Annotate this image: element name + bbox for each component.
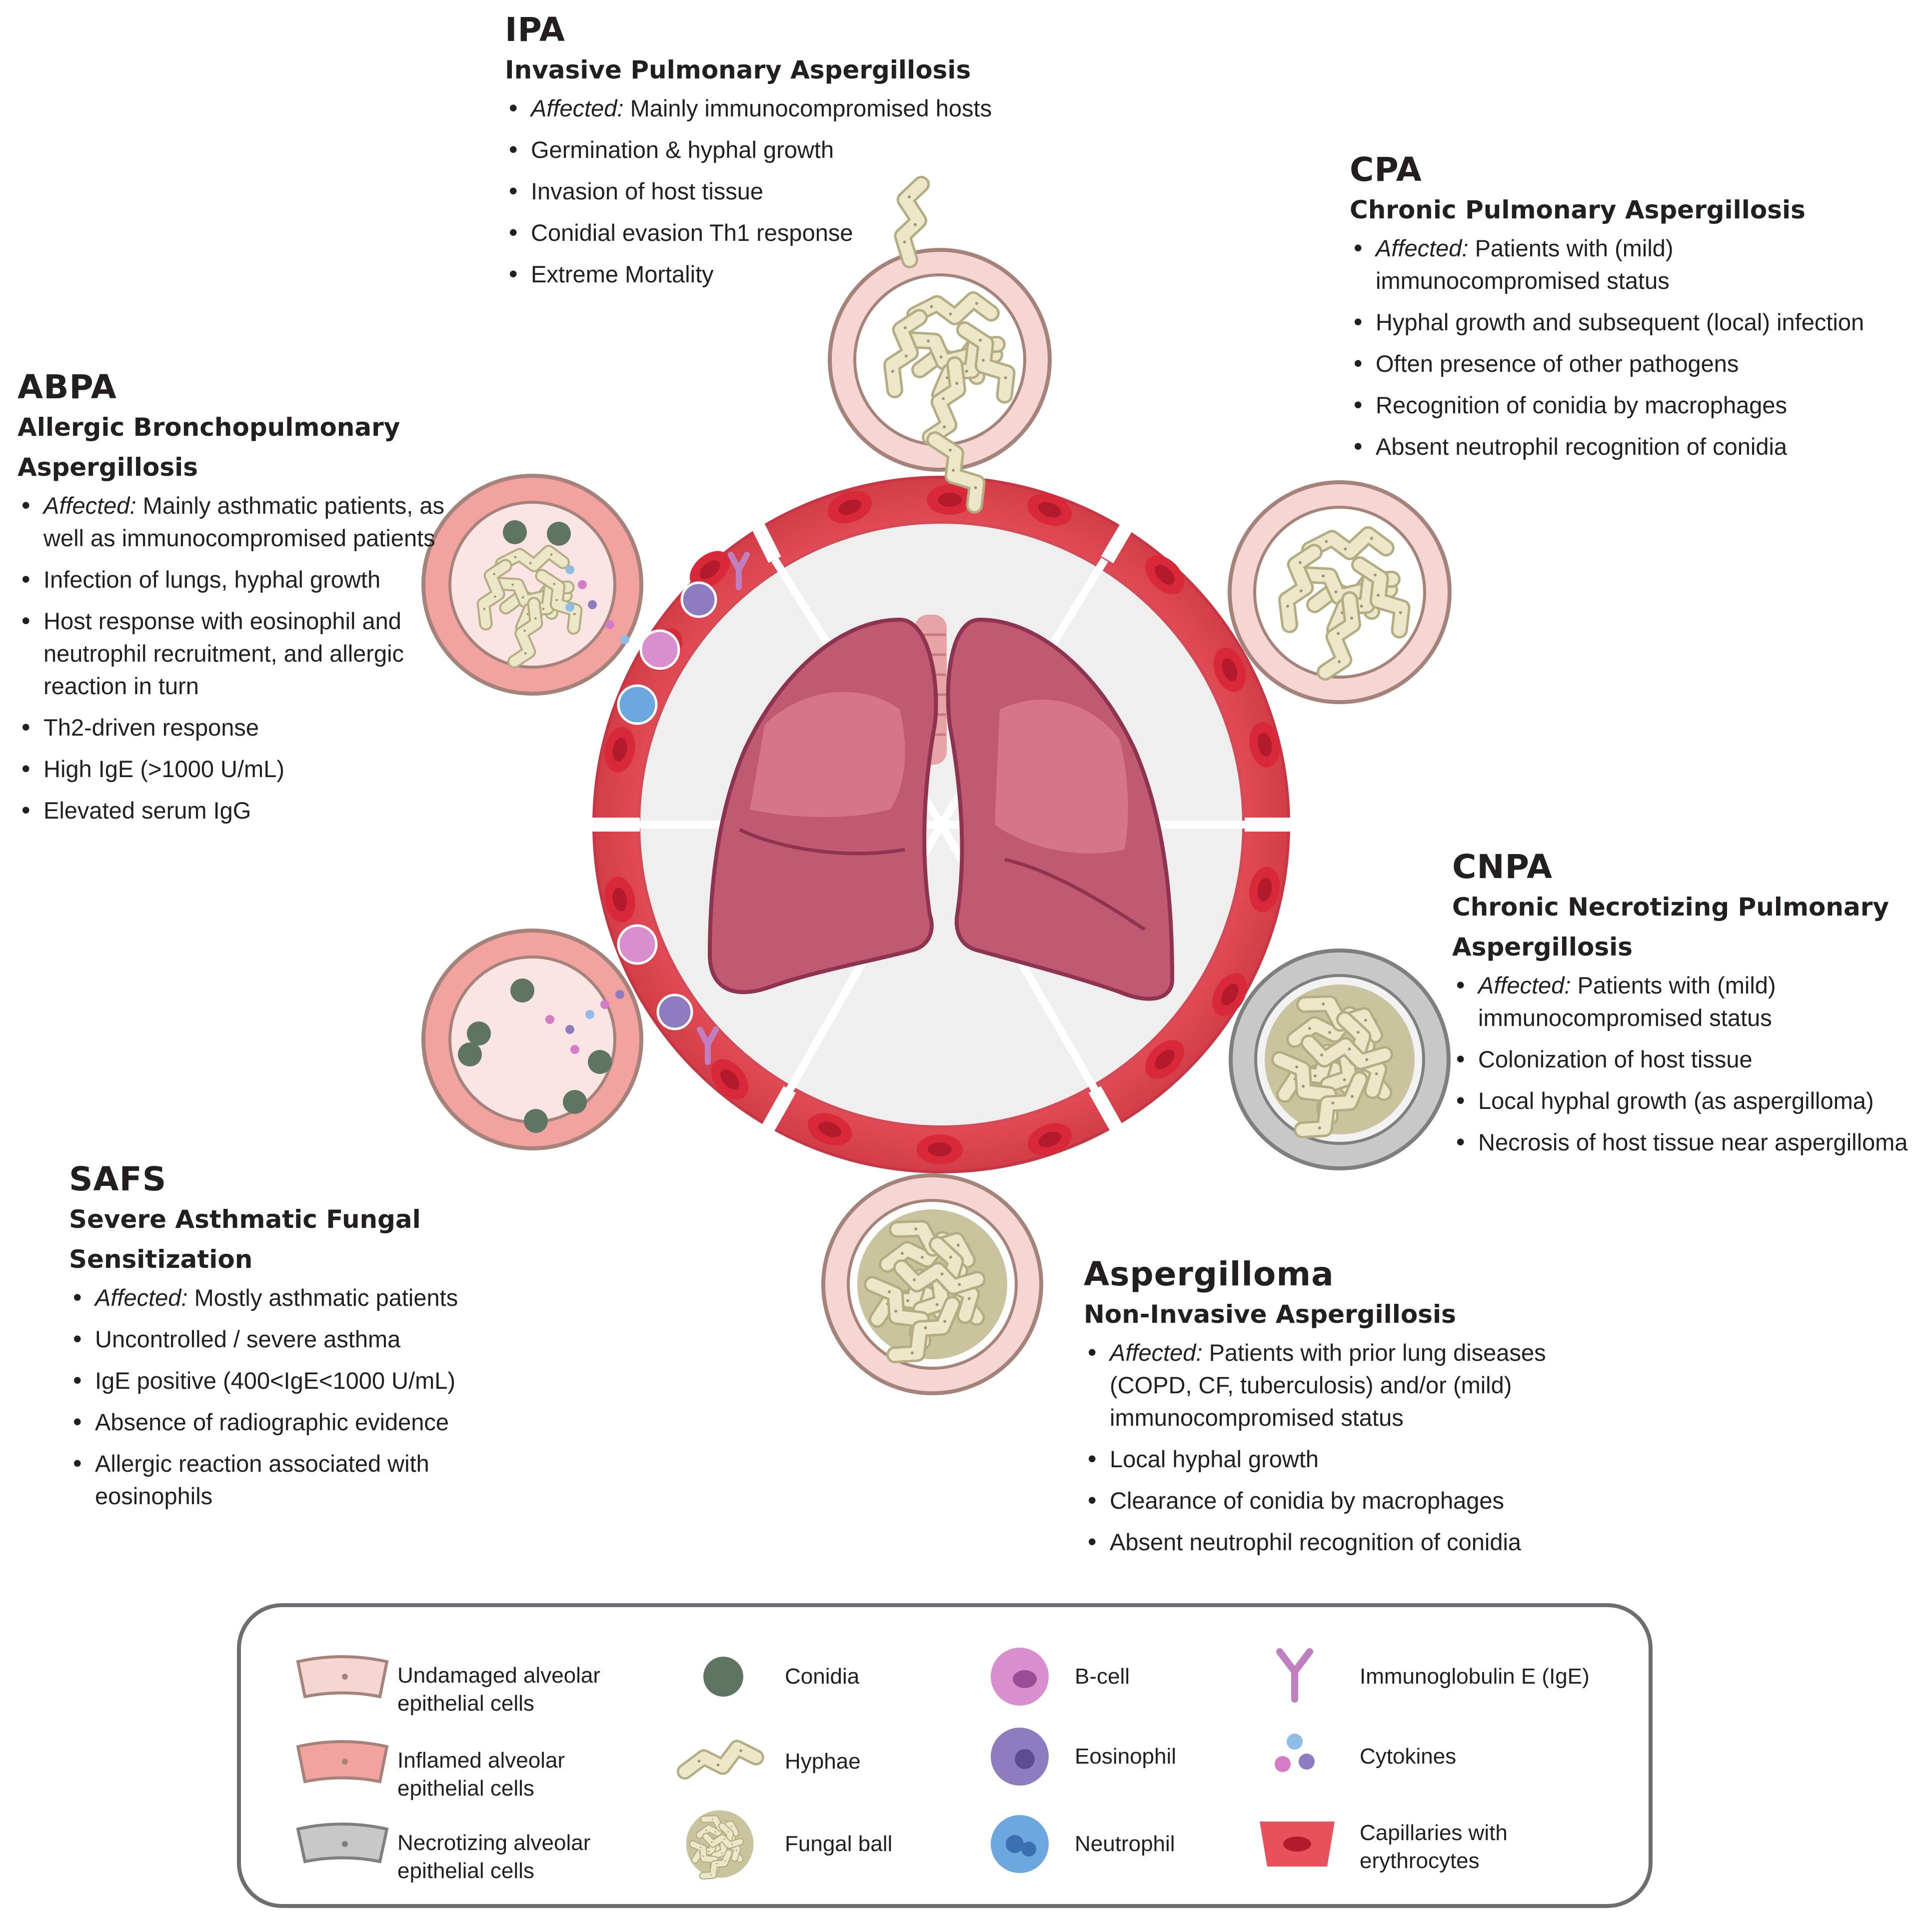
list-item: Allergic reaction associated with eosino… bbox=[69, 1447, 519, 1512]
list-item: Local hyphal growth bbox=[1084, 1443, 1584, 1475]
list-item: Uncontrolled / severe asthma bbox=[69, 1323, 519, 1355]
legend-conidia-label: Conidia bbox=[785, 1664, 860, 1689]
cnpa-abbreviation: CNPA bbox=[1452, 848, 1553, 886]
legend bbox=[237, 1603, 1653, 1908]
legend-bcell-label: B-cell bbox=[1075, 1664, 1130, 1689]
list-item: Colonization of host tissue bbox=[1452, 1043, 1912, 1075]
cnpa-alveolus bbox=[1229, 949, 1451, 1170]
legend-neutrophil-label: Neutrophil bbox=[1075, 1832, 1175, 1856]
affected-label: Affected: bbox=[1376, 235, 1469, 261]
abpa-full-name: Allergic Bronchopulmonary Aspergillosis bbox=[17, 413, 400, 482]
aspergilloma-points: Affected: Patients with prior lung disea… bbox=[1084, 1336, 1584, 1558]
list-item: Affected: Patients with (mild) immunocom… bbox=[1452, 969, 1912, 1034]
immune-cells-on-ring bbox=[617, 552, 750, 1065]
aspergilloma-full-name: Non-Invasive Aspergillosis bbox=[1084, 1300, 1456, 1329]
abpa-points: Affected: Mainly asthmatic patients, as … bbox=[17, 489, 447, 827]
list-item: Affected: Mainly asthmatic patients, as … bbox=[17, 489, 447, 554]
list-item: Local hyphal growth (as aspergilloma) bbox=[1452, 1084, 1912, 1117]
abpa-abbreviation: ABPA bbox=[17, 368, 117, 406]
list-item: Germination & hyphal growth bbox=[505, 133, 1055, 166]
affected-label: Affected: bbox=[95, 1284, 188, 1311]
aspergilloma-alveolus bbox=[821, 1173, 1043, 1395]
cnpa-points: Affected: Patients with (mild) immunocom… bbox=[1452, 969, 1912, 1158]
panel-safs: SAFS Severe Asthmatic Fungal Sensitizati… bbox=[69, 1159, 519, 1521]
list-item: Absent neutrophil recognition of conidia bbox=[1350, 430, 1900, 463]
list-item: Invasion of host tissue bbox=[505, 175, 1055, 207]
cpa-full-name: Chronic Pulmonary Aspergillosis bbox=[1350, 195, 1806, 224]
list-item: Affected: Mainly immunocompromised hosts bbox=[505, 92, 1055, 124]
list-item: Elevated serum IgG bbox=[17, 794, 447, 827]
safs-full-name: Severe Asthmatic Fungal Sensitization bbox=[69, 1205, 421, 1274]
legend-undamaged-label: Undamaged alveolar epithelial cells bbox=[397, 1663, 601, 1716]
ipa-points: Affected: Mainly immunocompromised hosts… bbox=[505, 92, 1055, 290]
list-item: Affected: Patients with prior lung disea… bbox=[1084, 1336, 1584, 1434]
ipa-abbreviation: IPA bbox=[505, 10, 565, 49]
affected-label: Affected: bbox=[43, 492, 136, 519]
legend-icons bbox=[296, 1648, 1335, 1880]
list-item: Host response with eosinophil and neutro… bbox=[17, 605, 447, 702]
lungs-illustration bbox=[707, 615, 1175, 1001]
cnpa-full-name: Chronic Necrotizing Pulmonary Aspergillo… bbox=[1452, 893, 1889, 962]
list-item: Clearance of conidia by macrophages bbox=[1084, 1484, 1584, 1517]
affected-label: Affected: bbox=[1110, 1339, 1203, 1366]
central-capillary-ring bbox=[590, 476, 1295, 1173]
aspergilloma-abbreviation: Aspergilloma bbox=[1084, 1255, 1334, 1293]
list-item: Absence of radiographic evidence bbox=[69, 1406, 519, 1438]
ipa-full-name: Invasive Pulmonary Aspergillosis bbox=[505, 55, 971, 84]
list-item: Affected: Patients with (mild) immunocom… bbox=[1350, 232, 1900, 297]
cpa-abbreviation: CPA bbox=[1350, 150, 1422, 189]
cpa-points: Affected: Patients with (mild) immunocom… bbox=[1350, 232, 1900, 463]
cpa-alveolus bbox=[1228, 480, 1452, 704]
list-item: Th2-driven response bbox=[17, 711, 447, 744]
panel-cpa: CPA Chronic Pulmonary Aspergillosis Affe… bbox=[1350, 150, 1900, 472]
ipa-alveolus bbox=[828, 181, 1052, 510]
list-item: IgE positive (400<IgE<1000 U/mL) bbox=[69, 1364, 519, 1397]
list-item: High IgE (>1000 U/mL) bbox=[17, 753, 447, 785]
affected-label: Affected: bbox=[1478, 972, 1571, 998]
legend-cytokines-label: Cytokines bbox=[1360, 1744, 1457, 1769]
list-item: Infection of lungs, hyphal growth bbox=[17, 563, 447, 596]
legend-capillaries-label: Capillaries with erythrocytes bbox=[1360, 1821, 1508, 1873]
panel-ipa: IPA Invasive Pulmonary Aspergillosis Aff… bbox=[505, 10, 1055, 299]
legend-necrotizing-label: Necrotizing alveolar epithelial cells bbox=[397, 1831, 591, 1883]
legend-hyphae-label: Hyphae bbox=[785, 1749, 861, 1774]
panel-aspergilloma: Aspergilloma Non-Invasive Aspergillosis … bbox=[1084, 1254, 1584, 1567]
list-item: Affected: Mostly asthmatic patients bbox=[69, 1281, 519, 1314]
list-item: Recognition of conidia by macrophages bbox=[1350, 389, 1900, 421]
abpa-alveolus bbox=[421, 474, 643, 696]
panel-cnpa: CNPA Chronic Necrotizing Pulmonary Asper… bbox=[1452, 847, 1912, 1167]
legend-eosinophil-label: Eosinophil bbox=[1075, 1744, 1177, 1769]
safs-points: Affected: Mostly asthmatic patients Unco… bbox=[69, 1281, 519, 1512]
list-item: Extreme Mortality bbox=[505, 258, 1055, 290]
legend-ige-label: Immunoglobulin E (IgE) bbox=[1360, 1664, 1590, 1689]
panel-abpa: ABPA Allergic Bronchopulmonary Aspergill… bbox=[17, 367, 447, 836]
legend-fungal-ball-label: Fungal ball bbox=[785, 1832, 893, 1856]
list-item: Conidial evasion Th1 response bbox=[505, 216, 1055, 249]
safs-abbreviation: SAFS bbox=[69, 1160, 167, 1198]
list-item: Often presence of other pathogens bbox=[1350, 347, 1900, 380]
list-item: Hyphal growth and subsequent (local) inf… bbox=[1350, 306, 1900, 338]
legend-inflamed-label: Inflamed alveolar epithelial cells bbox=[397, 1748, 565, 1801]
safs-alveolus bbox=[421, 929, 643, 1150]
affected-label: Affected: bbox=[531, 95, 624, 121]
list-item: Necrosis of host tissue near aspergillom… bbox=[1452, 1126, 1912, 1158]
list-item: Absent neutrophil recognition of conidia bbox=[1084, 1526, 1584, 1558]
